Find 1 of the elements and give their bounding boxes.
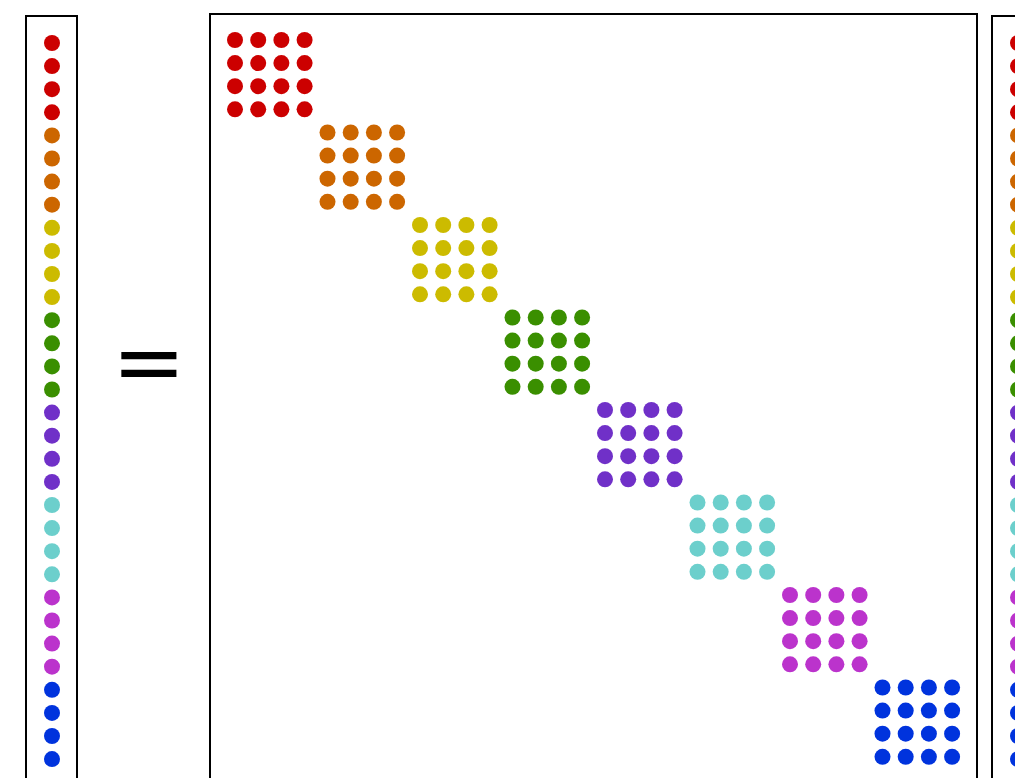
equals-sign: = (112, 318, 186, 406)
